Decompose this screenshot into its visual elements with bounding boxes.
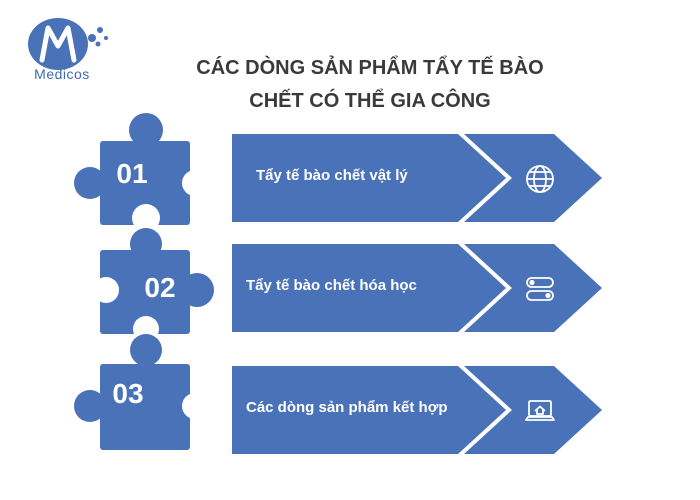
laptop-home-icon bbox=[525, 400, 555, 421]
arrow-banner-2 bbox=[232, 244, 506, 332]
step-number-2: 02 bbox=[144, 272, 176, 303]
step-number-3: 03 bbox=[112, 378, 144, 409]
step-label-1: Tẩy tế bào chết vật lý bbox=[256, 167, 408, 184]
step-number-1: 01 bbox=[116, 158, 148, 189]
page-title: CÁC DÒNG SẢN PHẨM TẨY TẾ BÀO CHẾT CÓ THỂ… bbox=[120, 52, 620, 118]
globe-icon bbox=[526, 165, 554, 193]
page-title-line-1: CÁC DÒNG SẢN PHẨM TẨY TẾ BÀO bbox=[196, 57, 544, 79]
step-label-2: Tẩy tế bào chết hóa học bbox=[246, 277, 417, 294]
arrow-chevron-1 bbox=[464, 134, 602, 222]
arrow-chevron-3 bbox=[464, 366, 602, 454]
puzzle-piece-1 bbox=[74, 113, 190, 225]
page-title-line-2: CHẾT CÓ THỂ GIA CÔNG bbox=[249, 90, 491, 112]
arrow-banner-3 bbox=[232, 366, 506, 454]
puzzle-piece-2 bbox=[100, 228, 214, 334]
arrow-banner-1 bbox=[232, 134, 506, 222]
arrow-chevron-2 bbox=[464, 244, 602, 332]
brand-name: Medicos bbox=[34, 66, 90, 82]
medicos-logo bbox=[28, 18, 108, 70]
step-label-3: Các dòng sản phẩm kết hợp bbox=[246, 399, 448, 416]
toggle-switch-icon bbox=[526, 277, 554, 301]
puzzle-piece-3 bbox=[74, 334, 190, 450]
